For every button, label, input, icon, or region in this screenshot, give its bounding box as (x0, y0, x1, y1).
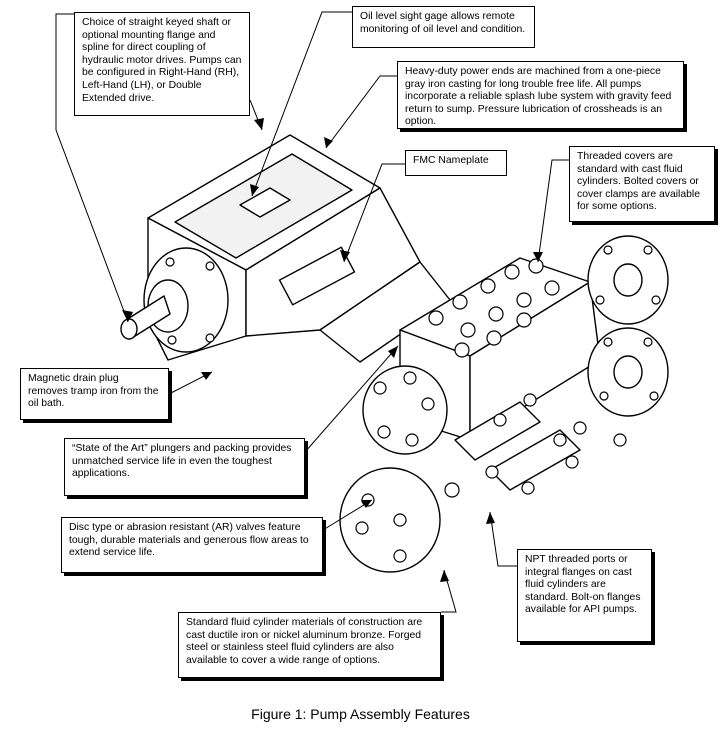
callout-npt-ports: NPT threaded ports or integral flanges o… (517, 549, 652, 642)
leader-npt (489, 511, 517, 567)
drive-shaft-end (120, 318, 138, 340)
callout-fluid-cylinder-materials: Standard fluid cylinder materials of con… (178, 612, 441, 678)
figure-caption: Figure 1: Pump Assembly Features (251, 706, 470, 722)
callout-plungers-packing: “State of the Art” plungers and packing … (64, 438, 305, 496)
nameplate (278, 246, 356, 306)
leader-shaft (55, 13, 129, 323)
suction-flange-lower (339, 467, 441, 573)
callout-fmc-nameplate: FMC Nameplate (405, 150, 507, 176)
callout-oil-level-gage: Oil level sight gage allows remote monit… (352, 6, 535, 48)
oil-gage-block (239, 187, 291, 218)
leader-plunger (304, 345, 399, 453)
leader-covers (537, 159, 569, 263)
bolts (165, 245, 661, 563)
callout-valves: Disc type or abrasion resistant (AR) val… (61, 517, 323, 573)
discharge-flange-lower-bore (613, 355, 643, 389)
leader-fmc (343, 163, 405, 263)
callout-magnetic-drain-plug: Magnetic drain plug removes tramp iron f… (20, 368, 169, 420)
leader-valves (322, 499, 373, 531)
arrowheads (122, 118, 543, 582)
leader-power (325, 75, 397, 149)
callout-power-ends: Heavy-duty power ends are machined from … (397, 61, 684, 129)
callout-drive-shaft: Choice of straight keyed shaft or option… (74, 12, 250, 116)
discharge-flange-upper-bore (613, 263, 643, 297)
callout-threaded-covers: Threaded covers are standard with cast f… (569, 146, 715, 222)
leader-fluid (441, 569, 457, 613)
leader-oil (251, 11, 352, 197)
